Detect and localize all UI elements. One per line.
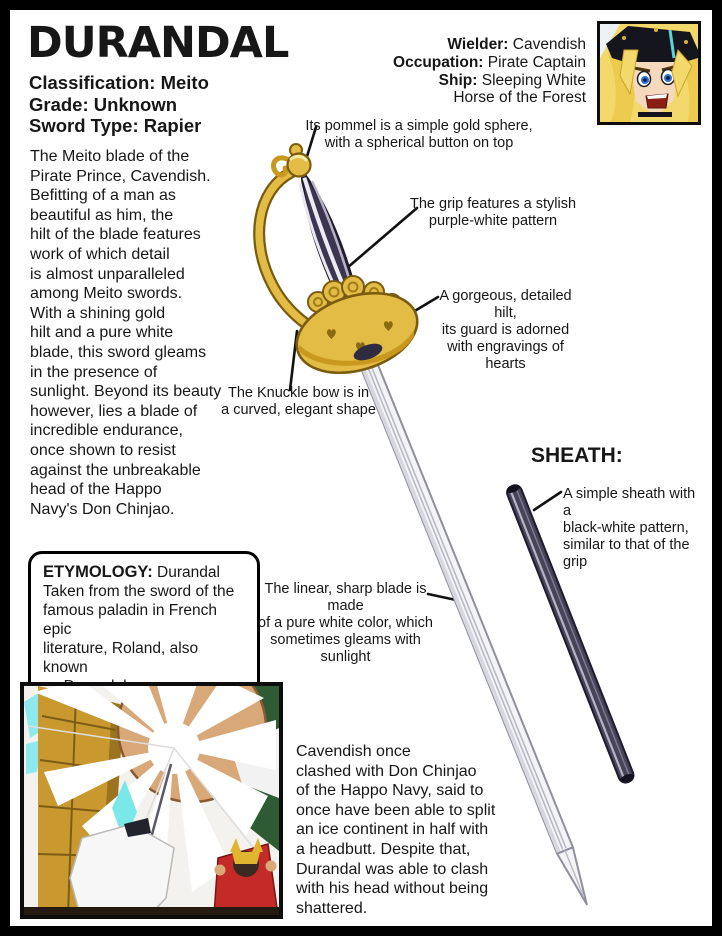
stat-classification: Classification: Meito <box>29 72 209 93</box>
clash-scene-art <box>24 652 279 916</box>
description-text: The Meito blade of the Pirate Prince, Ca… <box>30 148 222 518</box>
wielder-block: Wielder: Cavendish Occupation: Pirate Ca… <box>370 36 586 107</box>
sheath-heading: SHEATH: <box>531 444 623 467</box>
annotation-sheath: A simple sheath with a black-white patte… <box>563 486 696 570</box>
annotation-blade: The linear, sharp blade is made of a pur… <box>258 581 433 665</box>
annotation-hilt: A gorgeous, detailed hilt, its guard is … <box>439 288 572 372</box>
stat-grade: Grade: Unknown <box>29 93 178 115</box>
stats-block: Classification: Meito Grade: Unknown Swo… <box>29 72 209 137</box>
cavendish-portrait-art <box>600 24 698 122</box>
pommel-illustration <box>286 143 312 178</box>
blade-illustration <box>352 343 588 906</box>
sheath-illustration <box>506 484 635 784</box>
etymology-text: Durandal Taken from the sword of the fam… <box>43 564 235 695</box>
annotation-knuckle-bow: The Knuckle bow is in a curved, elegant … <box>221 385 376 418</box>
cavendish-portrait <box>597 21 701 125</box>
headbutt-clash-scene <box>20 652 283 919</box>
wielder-row: Occupation: Pirate Captain <box>393 53 586 71</box>
footer-text: Cavendish once clashed with Don Chinjao … <box>296 743 496 917</box>
annotation-grip: The grip features a stylish purple-white… <box>409 196 577 229</box>
etymology-label: ETYMOLOGY: <box>43 563 153 581</box>
guard-illustration <box>295 275 419 375</box>
grip-leader-line <box>345 206 419 270</box>
blade-leader-line <box>426 592 458 602</box>
wielder-row: Ship: Sleeping White <box>438 71 586 89</box>
stat-sword-type: Sword Type: Rapier <box>29 115 202 136</box>
page-title: DURANDAL <box>27 18 289 68</box>
wielder-row: Horse of the Forest <box>453 89 586 107</box>
wielder-row: Wielder: Cavendish <box>447 36 586 53</box>
sheath-leader-line <box>532 490 563 512</box>
annotation-pommel: Its pommel is a simple gold sphere, with… <box>305 118 533 151</box>
